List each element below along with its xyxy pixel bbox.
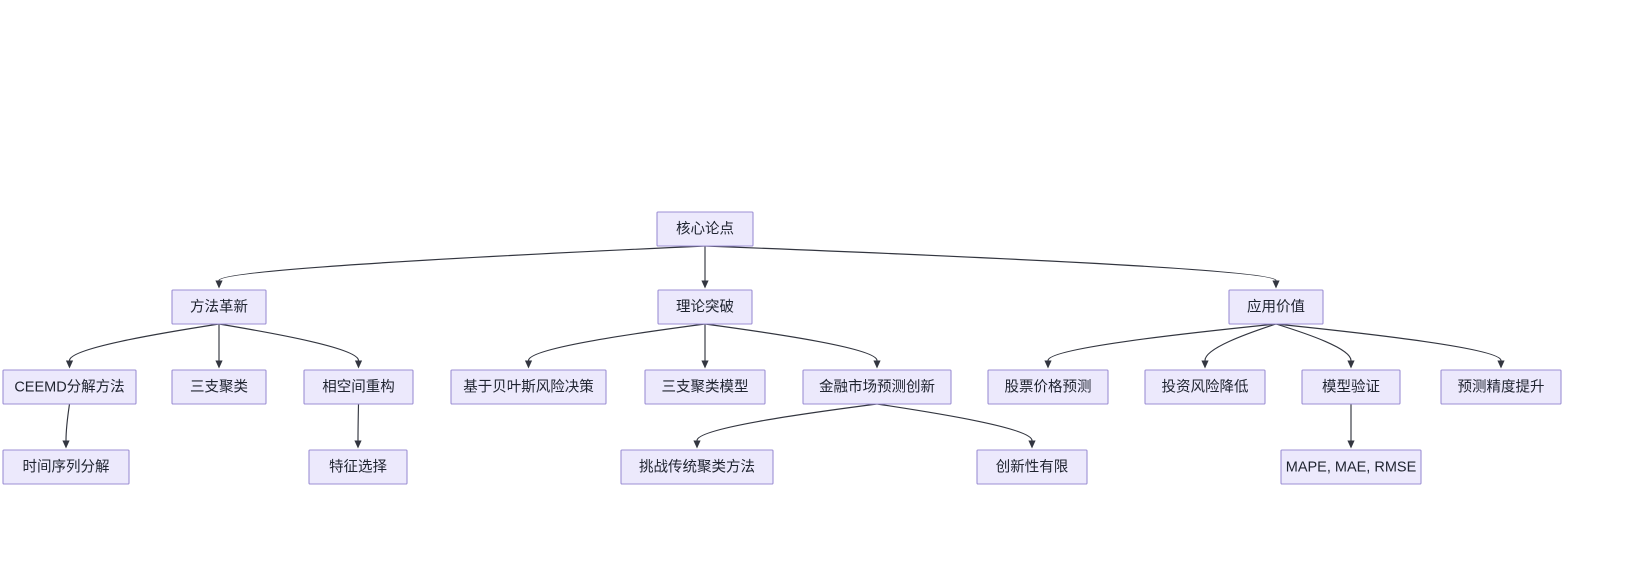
node-label: MAPE, MAE, RMSE — [1286, 459, 1417, 475]
edge-root-to-n3 — [704, 245, 1277, 282]
node-label: 投资风险降低 — [1162, 378, 1249, 395]
node-box[interactable] — [2, 369, 137, 405]
node-box[interactable] — [171, 369, 267, 405]
node-label: 股票价格预测 — [1005, 378, 1092, 395]
edge-n2-to-n2a — [527, 323, 706, 361]
node-n3d[interactable]: 预测精度提升 — [1440, 369, 1562, 405]
arrowhead-n3c — [1347, 360, 1355, 369]
arrowhead-n2b — [701, 360, 709, 369]
node-n2c1[interactable]: 挑战传统聚类方法 — [620, 449, 774, 485]
node-n3a[interactable]: 股票价格预测 — [987, 369, 1109, 405]
node-label: 创新性有限 — [996, 458, 1069, 475]
edge-n2c-to-n2c1 — [696, 403, 878, 441]
node-box[interactable] — [1228, 289, 1324, 325]
node-box[interactable] — [976, 449, 1088, 485]
node-n2b[interactable]: 三支聚类模型 — [644, 369, 766, 405]
node-box[interactable] — [303, 369, 414, 405]
arrowhead-n1 — [215, 280, 223, 289]
node-box[interactable] — [1440, 369, 1562, 405]
node-n1c[interactable]: 相空间重构 — [303, 369, 414, 405]
edge-n3-to-n3d — [1275, 323, 1502, 361]
node-label: 特征选择 — [329, 458, 387, 475]
node-label: 挑战传统聚类方法 — [639, 458, 755, 475]
node-n1a[interactable]: CEEMD分解方法 — [2, 369, 137, 405]
node-box[interactable] — [656, 211, 754, 247]
node-n3b[interactable]: 投资风险降低 — [1144, 369, 1266, 405]
edge-n1a-to-n1a1 — [65, 403, 71, 441]
edge-n3-to-n3a — [1047, 323, 1277, 361]
node-box[interactable] — [171, 289, 267, 325]
arrowhead-n3 — [1272, 280, 1280, 289]
node-n3c1[interactable]: MAPE, MAE, RMSE — [1280, 449, 1422, 485]
node-label: 基于贝叶斯风险决策 — [463, 378, 594, 395]
node-n1[interactable]: 方法革新 — [171, 289, 267, 325]
node-n1b[interactable]: 三支聚类 — [171, 369, 267, 405]
arrowhead-n2a — [524, 360, 533, 369]
arrowhead-n3b — [1201, 360, 1209, 369]
edge-n1-to-n1a — [68, 323, 220, 361]
node-label: 金融市场预测创新 — [819, 378, 935, 395]
node-box[interactable] — [2, 449, 130, 485]
edge-n1-to-n1c — [218, 323, 360, 361]
node-n2a[interactable]: 基于贝叶斯风险决策 — [450, 369, 607, 405]
node-label: 时间序列分解 — [23, 458, 110, 475]
node-box[interactable] — [644, 369, 766, 405]
edge-n3-to-n3c — [1275, 323, 1352, 361]
node-label: CEEMD分解方法 — [14, 378, 124, 395]
arrowhead-n3c1 — [1347, 440, 1355, 449]
node-n1c1[interactable]: 特征选择 — [308, 449, 408, 485]
node-box[interactable] — [1144, 369, 1266, 405]
arrowhead-n2 — [701, 280, 709, 289]
node-n3c[interactable]: 模型验证 — [1301, 369, 1401, 405]
node-box[interactable] — [987, 369, 1109, 405]
edge-root-to-n1 — [218, 245, 706, 282]
node-box[interactable] — [308, 449, 408, 485]
node-box[interactable] — [1280, 449, 1422, 485]
arrowhead-n1a — [65, 360, 74, 369]
node-root[interactable]: 核心论点 — [656, 211, 754, 247]
arrowhead-n1c — [354, 360, 363, 369]
node-n2[interactable]: 理论突破 — [657, 289, 753, 325]
node-label: 核心论点 — [676, 220, 734, 237]
node-label: 相空间重构 — [322, 378, 395, 395]
node-label: 三支聚类 — [190, 378, 248, 395]
edge-n3-to-n3b — [1204, 323, 1277, 361]
node-label: 预测精度提升 — [1458, 378, 1545, 395]
node-label: 应用价值 — [1247, 297, 1305, 315]
edge-n2-to-n2c — [704, 323, 878, 361]
node-box[interactable] — [1301, 369, 1401, 405]
arrowhead-n3a — [1044, 360, 1052, 369]
node-box[interactable] — [620, 449, 774, 485]
arrowhead-n1a1 — [62, 440, 70, 449]
node-n1a1[interactable]: 时间序列分解 — [2, 449, 130, 485]
arrowhead-n2c — [873, 360, 881, 369]
arrowhead-n2c2 — [1028, 440, 1036, 449]
node-label: 模型验证 — [1322, 378, 1380, 395]
node-n3[interactable]: 应用价值 — [1228, 289, 1324, 325]
node-box[interactable] — [450, 369, 607, 405]
node-label: 理论突破 — [676, 298, 734, 315]
node-box[interactable] — [802, 369, 952, 405]
arrowhead-n2c1 — [693, 440, 701, 449]
arrowhead-n1c1 — [354, 440, 362, 449]
node-box[interactable] — [657, 289, 753, 325]
node-n2c2[interactable]: 创新性有限 — [976, 449, 1088, 485]
arrowhead-n1b — [215, 360, 223, 369]
node-label: 三支聚类模型 — [662, 378, 749, 395]
node-label: 方法革新 — [190, 298, 248, 315]
arrowhead-n3d — [1497, 360, 1505, 369]
edge-n2c-to-n2c2 — [876, 403, 1033, 441]
edge-layer — [62, 245, 1505, 449]
edge-n1c-to-n1c1 — [357, 403, 360, 441]
node-n2c[interactable]: 金融市场预测创新 — [802, 369, 952, 405]
